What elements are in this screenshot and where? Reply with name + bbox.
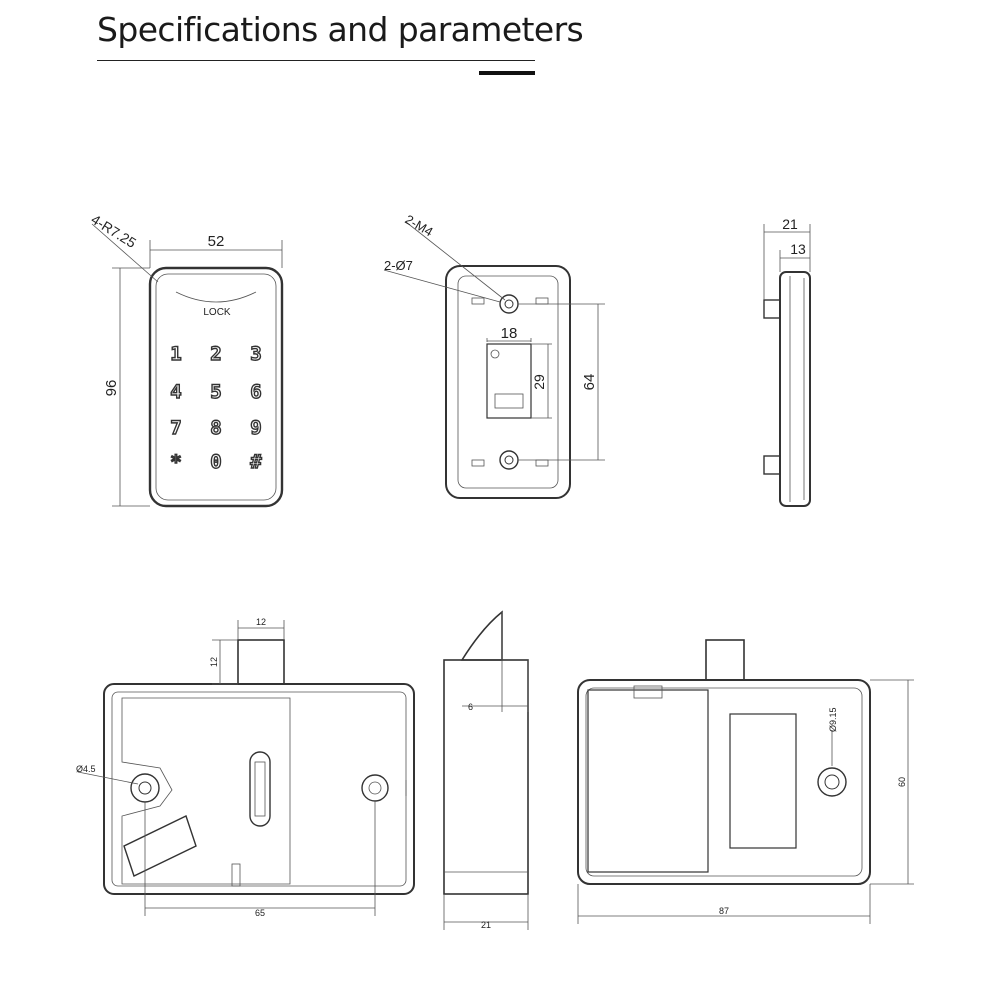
bolt-height-dim: 12: [209, 657, 219, 667]
keypad-key: 9: [250, 417, 261, 439]
keypad-height-dim: 96: [103, 380, 120, 397]
lock-hole-dia-label: Ø4.5: [76, 764, 96, 774]
keypad-side-view: 21 13: [763, 216, 811, 507]
lock-side-view: 6 21: [443, 610, 529, 930]
hole-label: 2-Ø7: [384, 258, 413, 273]
keypad-key: 2: [210, 343, 221, 365]
module-width-dim: 18: [501, 325, 518, 342]
module-height-dim: 29: [531, 374, 547, 390]
hole-spacing-dim: 64: [581, 374, 598, 391]
keypad-radius-label: 4-R7.25: [88, 211, 139, 251]
thread-label: 2-M4: [403, 212, 436, 240]
keypad-back-view: 2-M4 2-Ø7 18 29 64: [383, 212, 605, 499]
lock-front-view: 12 12 Ø4.5 65: [76, 617, 415, 918]
keypad-key: 3: [250, 343, 261, 365]
lock-hole-spacing-dim: 65: [255, 908, 265, 918]
title-accent-bar: [479, 71, 535, 75]
lock-side-offset-dim: 6: [468, 702, 473, 712]
keypad-key: 1: [170, 343, 181, 365]
keypad-key: *: [170, 451, 181, 473]
page-title: Specifications and parameters: [97, 10, 584, 49]
keypad-front-view: 52 4-R7.25 96 LOCK 1 2 3 4 5 6 7 8 9 * 0 #: [88, 211, 284, 508]
keypad-key: 7: [170, 417, 181, 439]
keypad-keys: 1 2 3 4 5 6 7 8 9 * 0 #: [170, 342, 263, 473]
side-total-depth-dim: 21: [782, 216, 798, 232]
title-underline: [97, 60, 535, 61]
keypad-key: 8: [210, 417, 221, 439]
keypad-key: #: [250, 451, 262, 473]
keypad-key: 6: [250, 381, 261, 403]
bolt-width-dim: 12: [256, 617, 266, 627]
keypad-key: 0: [210, 451, 221, 473]
lock-label: LOCK: [203, 307, 231, 318]
lock-side-depth-dim: 21: [481, 920, 491, 930]
lock-back-view: Ø9.15 87 60: [577, 639, 914, 924]
lock-back-width-dim: 87: [719, 906, 729, 916]
keypad-width-dim: 52: [208, 233, 225, 250]
lock-back-height-dim: 60: [897, 777, 907, 787]
keypad-key: 5: [210, 381, 221, 403]
lock-back-hole-label: Ø9.15: [828, 707, 838, 732]
side-body-depth-dim: 13: [790, 241, 806, 257]
keypad-key: 4: [170, 381, 181, 403]
